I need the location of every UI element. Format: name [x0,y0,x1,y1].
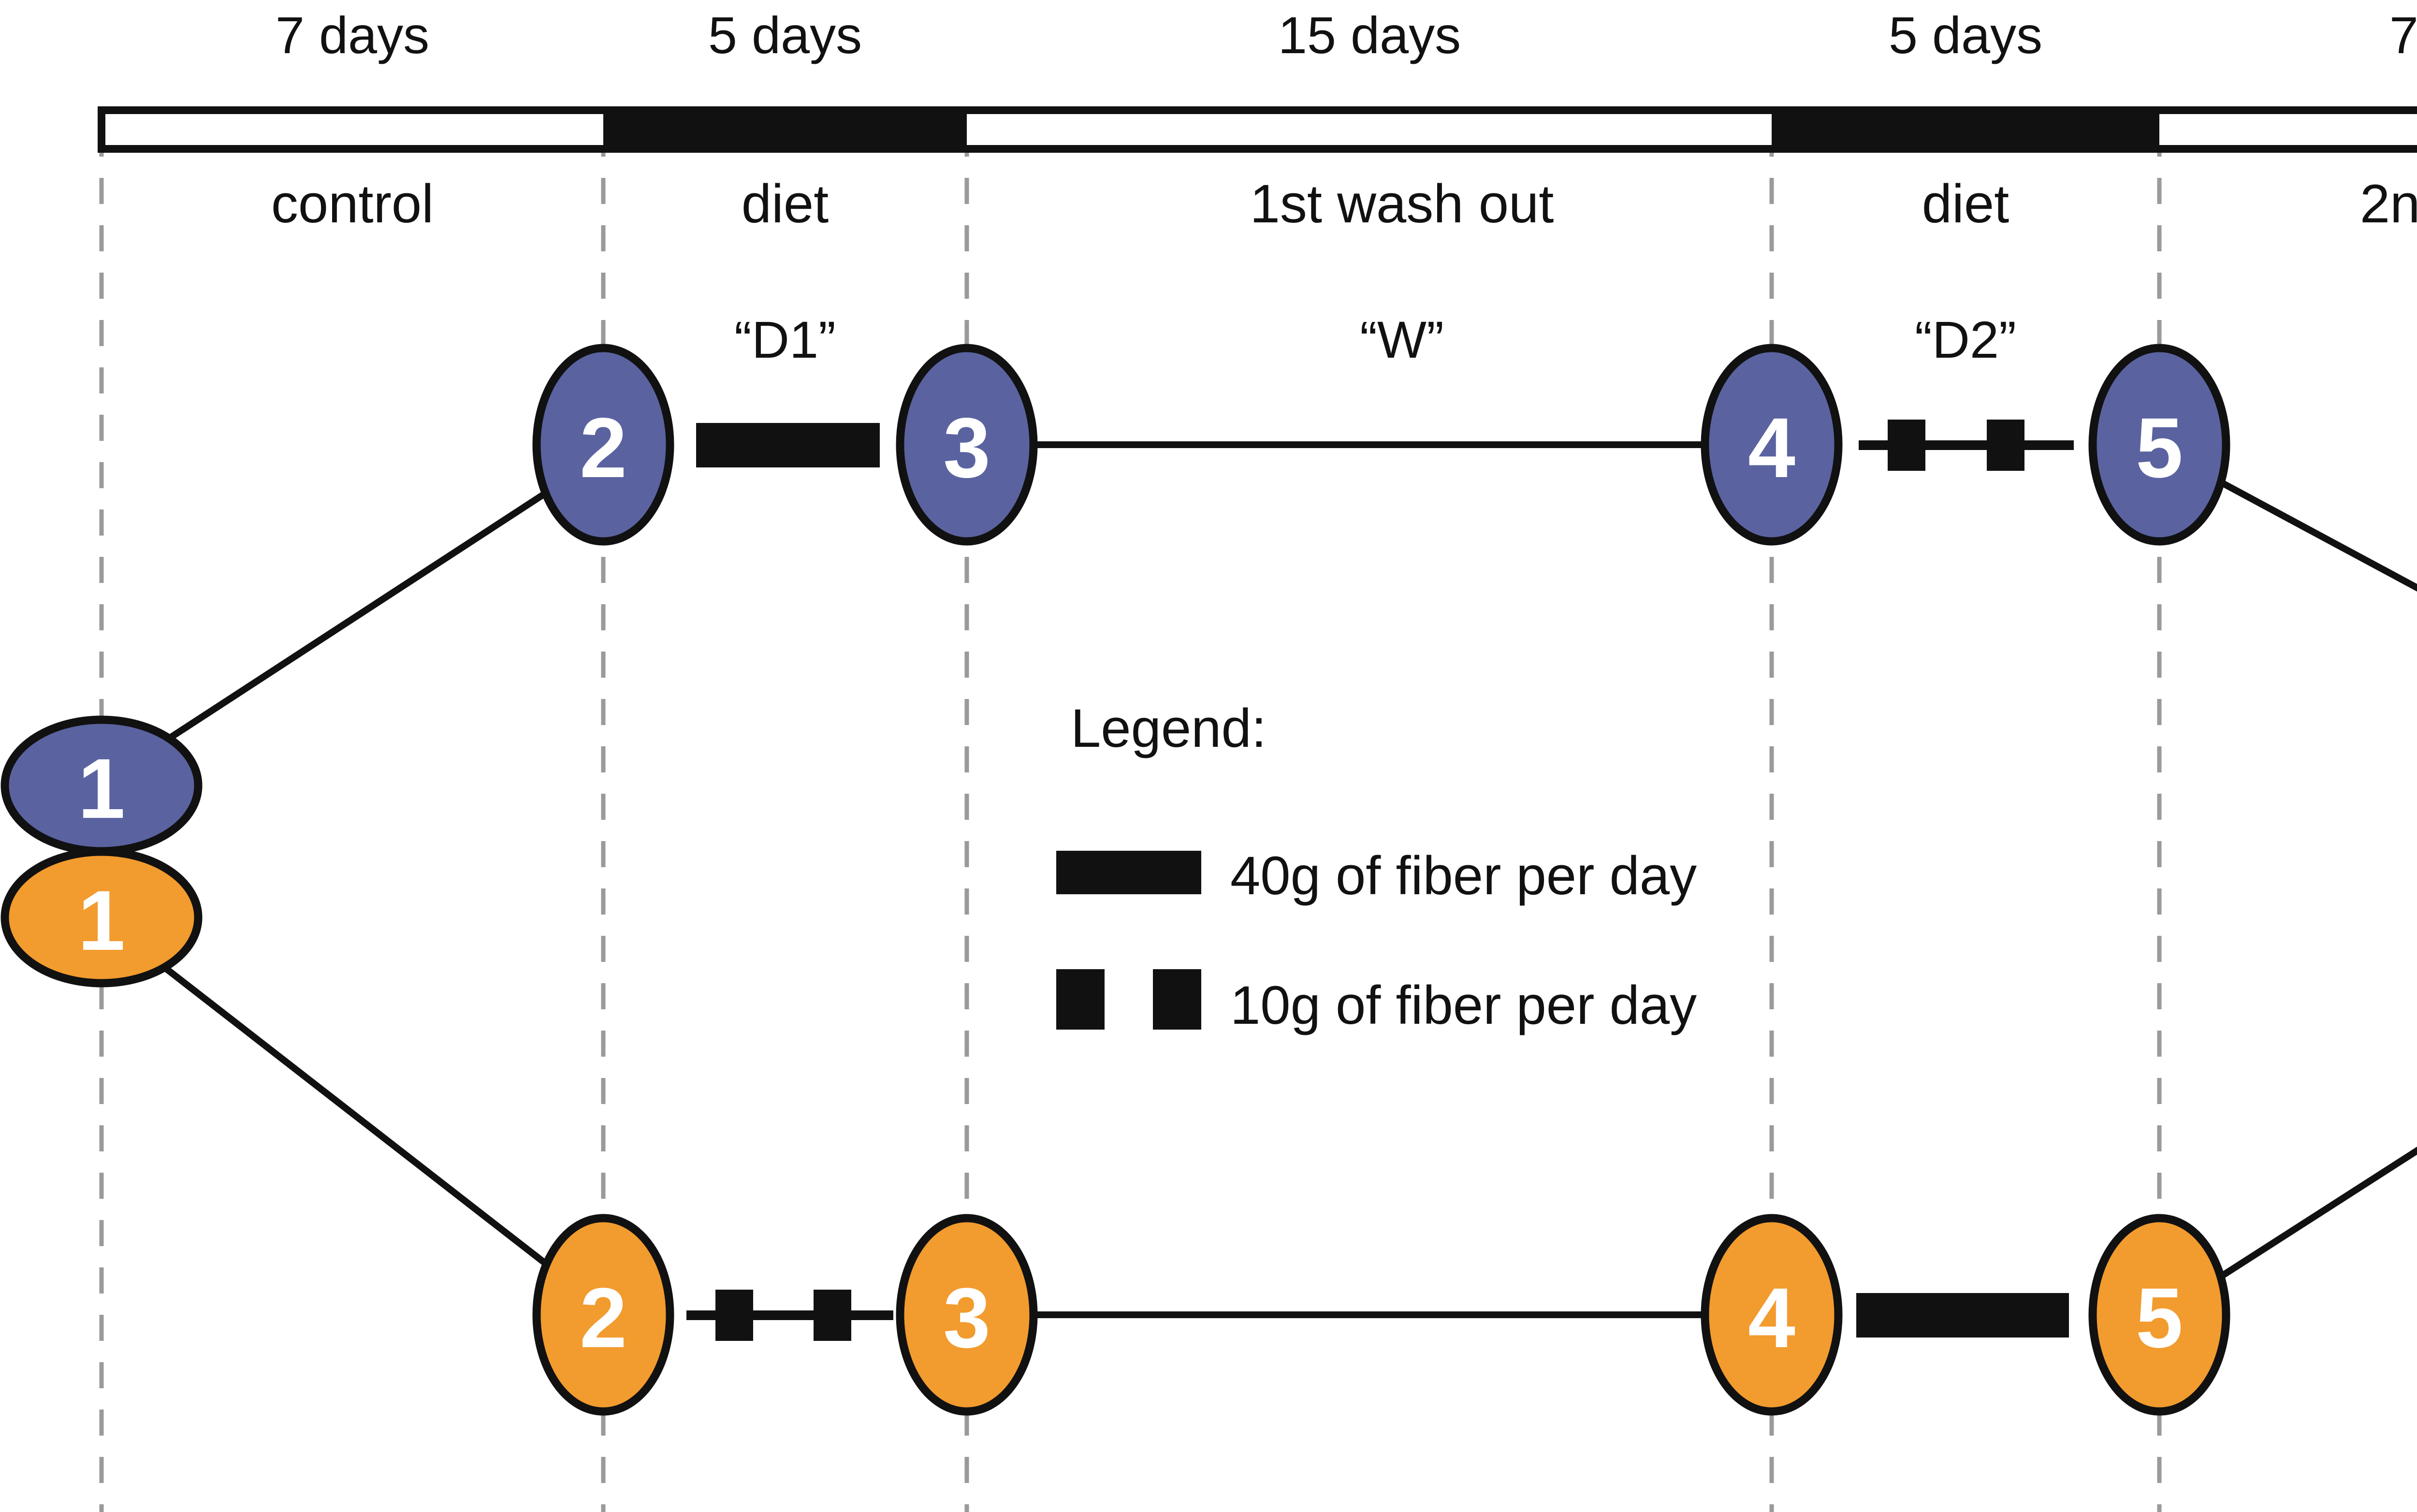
timeline-segment-diet2 [1772,110,2159,149]
node-orange-3-label: 3 [943,1271,990,1366]
duration-label-control: 7 days [276,6,429,64]
diet-dot-orange-a [715,1290,753,1341]
legend-title: Legend: [1071,698,1267,758]
duration-label-washout2: 7 days [2389,6,2417,64]
node-blue-1[interactable]: 1 [0,715,203,856]
node-orange-5-label: 5 [2136,1271,2183,1366]
node-blue-2-label: 2 [580,401,627,495]
node-orange-1-label: 1 [78,873,125,968]
arm-blue-nodes: 1 2 3 4 5 [0,344,2230,856]
diet-bar-orange-4-5 [1856,1293,2069,1338]
diet-dots-orange-2-3 [686,1290,893,1341]
legend-swatch-dotted-block-a-icon [1056,969,1105,1030]
node-blue-5-label: 5 [2136,401,2183,495]
node-blue-4-shape [1701,344,1843,546]
node-orange-2-shape [532,1214,674,1416]
legend-label-low-fiber: 10g of fiber per day [1230,975,1697,1035]
arm-orange-nodes: 1 2 3 4 5 [0,847,2230,1416]
phase-label-washout1: 1st wash out [1250,174,1554,234]
duration-label-washout1: 15 days [1278,6,1461,64]
node-orange-4-label: 4 [1748,1271,1795,1366]
timeline-bar [98,106,2417,153]
diet-dots-blue-4-5 [1859,420,2074,471]
node-orange-2[interactable]: 2 [532,1214,674,1416]
legend-label-high-fiber: 40g of fiber per day [1230,845,1697,906]
diet-dot-blue-a [1888,420,1925,471]
edge-label-d2: “D2” [1915,310,2016,369]
legend: Legend: 40g of fiber per day 10g of fibe… [1056,698,1697,1035]
node-orange-4[interactable]: 4 [1701,1214,1843,1416]
phase-label-washout2: 2nd wash out [2360,174,2417,234]
node-blue-3[interactable]: 3 [896,344,1038,546]
node-blue-4[interactable]: 4 [1701,344,1843,546]
legend-item-high-fiber: 40g of fiber per day [1056,845,1697,906]
node-blue-2[interactable]: 2 [532,344,674,546]
timeline-bar-outline [98,106,2417,153]
diet-bar-blue-2-3 [696,423,880,467]
phase-label-diet1: diet [742,174,829,234]
node-orange-3[interactable]: 3 [896,1214,1038,1416]
arm-orange: 1 2 3 4 5 [0,847,2417,1416]
node-blue-5-shape [2088,344,2230,546]
edge-label-d1: “D1” [734,310,836,369]
node-orange-5-shape [2088,1214,2230,1416]
legend-swatch-dotted-block-b-icon [1153,969,1201,1030]
diet-dot-blue-b [1987,420,2024,471]
node-blue-3-label: 3 [943,401,990,495]
node-blue-3-shape [896,344,1038,546]
edge-label-w: “W” [1360,310,1444,369]
node-orange-1[interactable]: 1 [0,847,203,988]
node-orange-2-label: 2 [580,1271,627,1366]
connector-blue-5-6 [2212,475,2417,592]
connector-blue-1-2 [143,476,570,757]
legend-item-low-fiber: 10g of fiber per day [1056,969,1697,1035]
duration-label-diet1: 5 days [708,6,862,64]
timeline-segment-diet1 [603,110,967,149]
node-orange-4-shape [1701,1214,1843,1416]
diet-dot-orange-b [814,1290,851,1341]
phase-label-control: control [271,174,434,234]
node-orange-5[interactable]: 5 [2088,1214,2230,1416]
phase-label-diet2: diet [1922,174,2009,234]
phase-labels: control diet 1st wash out diet 2nd wash … [271,174,2417,234]
node-blue-2-shape [532,344,674,546]
connector-orange-1-2 [143,949,570,1284]
arm-blue: 1 2 3 4 5 [0,344,2417,856]
legend-swatch-solid-bar-icon [1056,851,1201,894]
connector-orange-5-6 [2212,1147,2417,1284]
phase-guide-lines [99,131,2162,1512]
node-orange-1-shape [0,847,203,988]
arm-blue-connectors [143,441,2417,757]
node-blue-1-label: 1 [78,741,125,836]
edge-labels: “D1” “W” “D2” [734,310,2016,369]
duration-labels: 7 days 5 days 15 days 5 days 7 days [276,6,2417,64]
arm-orange-connectors [143,949,2417,1318]
node-blue-5[interactable]: 5 [2088,344,2230,546]
node-orange-3-shape [896,1214,1038,1416]
node-blue-4-label: 4 [1748,401,1795,495]
duration-label-diet2: 5 days [1889,6,2042,64]
